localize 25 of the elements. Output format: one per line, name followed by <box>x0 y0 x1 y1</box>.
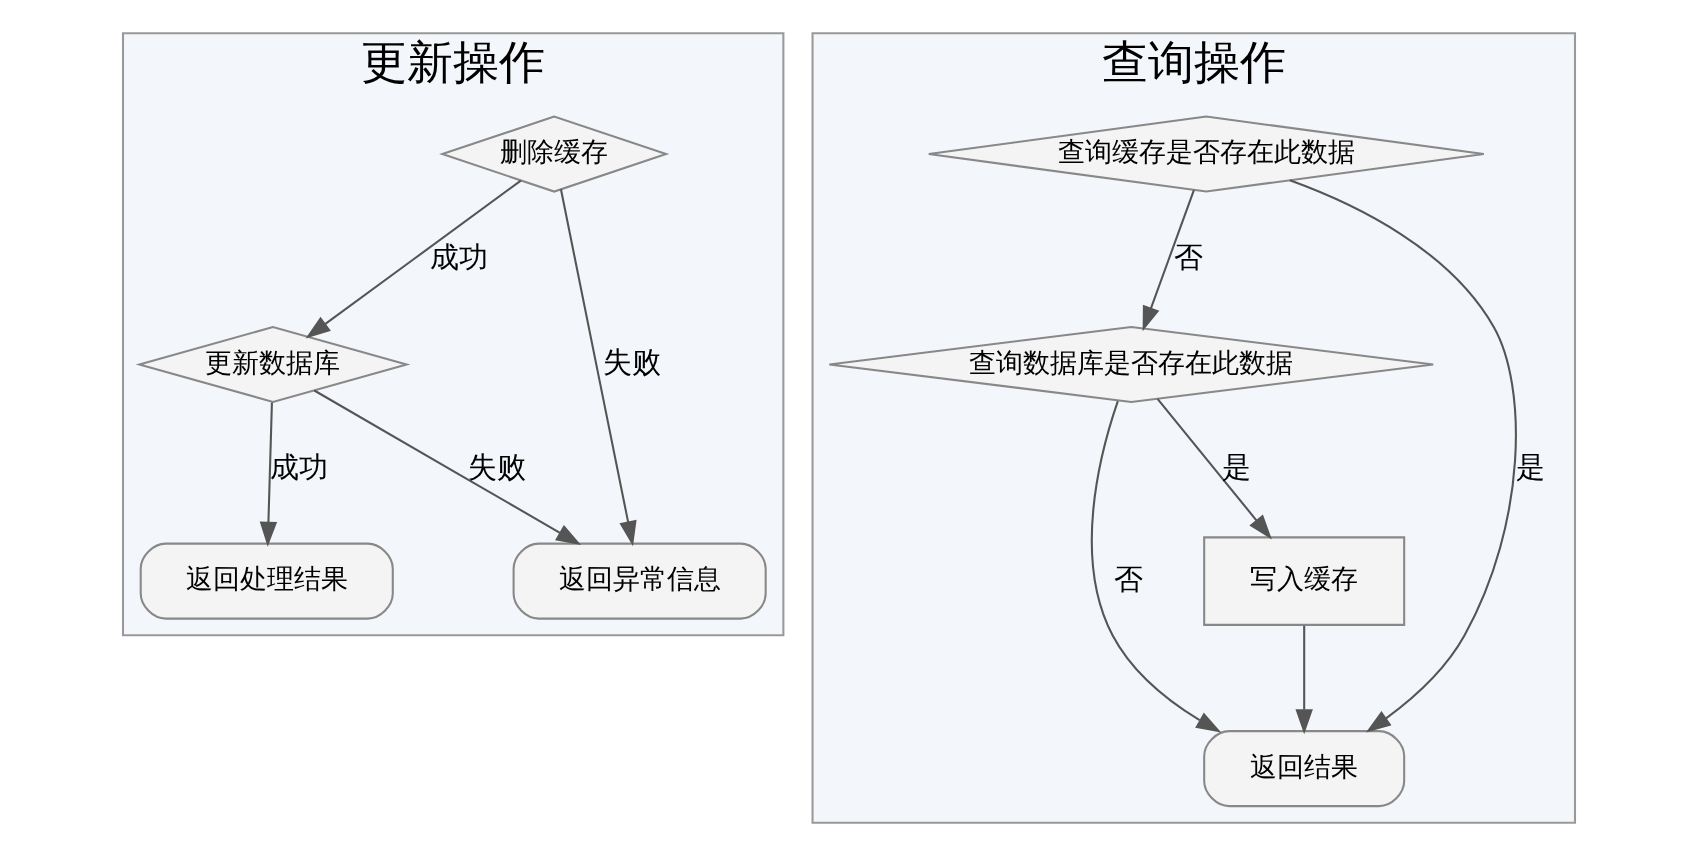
node-box: 返回结果 <box>1203 730 1406 808</box>
edge-label: 是 <box>1221 450 1251 485</box>
arrow <box>1289 179 1517 733</box>
arrow <box>1142 189 1195 332</box>
arrow <box>1295 625 1313 735</box>
node-box: 返回处理结果 <box>139 542 394 620</box>
edge-label: 否 <box>1174 239 1204 274</box>
edge-label: 失败 <box>603 345 662 380</box>
arrow <box>1090 400 1222 733</box>
edge-label: 失败 <box>467 450 526 485</box>
edge-label: 否 <box>1113 561 1143 596</box>
node-box: 写入缓存 <box>1203 536 1406 626</box>
arrow <box>313 389 582 546</box>
node-diamond: 查询数据库是否存在此数据 <box>828 325 1435 403</box>
arrow <box>259 402 278 547</box>
arrow <box>559 189 637 547</box>
arrow <box>1156 398 1272 540</box>
edge-label: 是 <box>1515 450 1545 485</box>
arrow <box>305 179 522 339</box>
node-box: 返回异常信息 <box>512 542 767 620</box>
node-diamond: 删除缓存 <box>439 115 670 193</box>
node-diamond: 更新数据库 <box>135 325 411 404</box>
edge-label: 成功 <box>270 450 329 485</box>
node-diamond: 查询缓存是否存在此数据 <box>927 115 1485 193</box>
edge-label: 成功 <box>430 239 489 274</box>
